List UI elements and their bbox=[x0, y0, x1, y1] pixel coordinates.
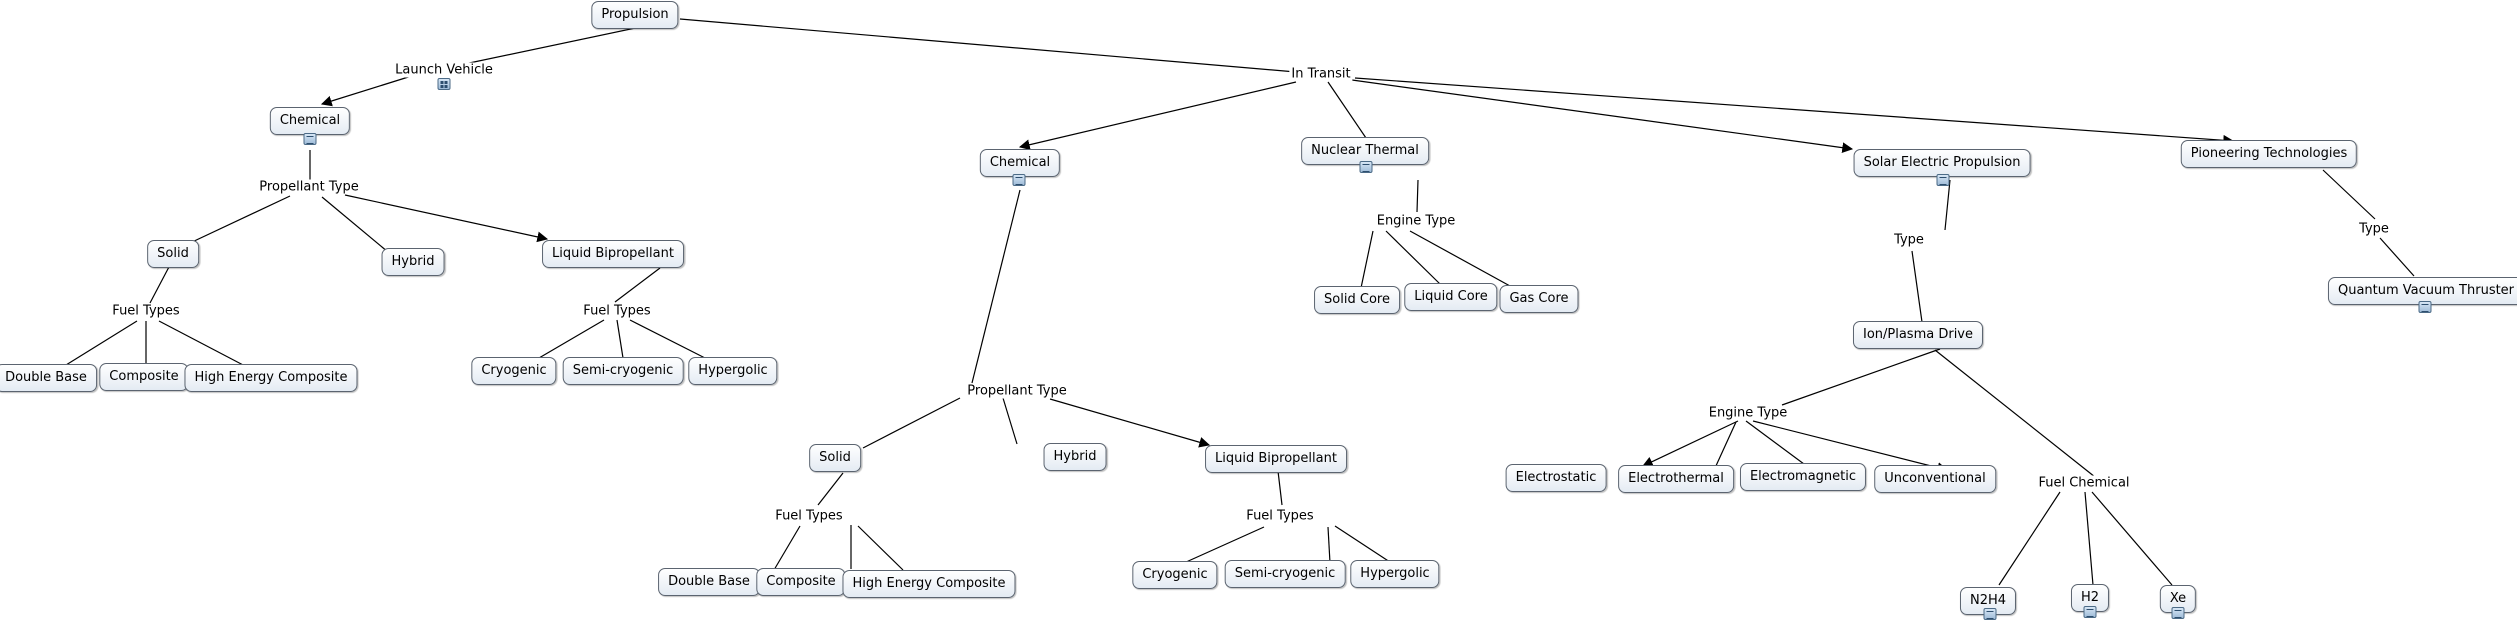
concept-it-semi-cryogenic[interactable]: Semi-cryogenic bbox=[1224, 560, 1346, 588]
link-in-transit[interactable]: In Transit bbox=[1289, 66, 1353, 82]
link-launch-vehicle[interactable]: Launch Vehicle bbox=[393, 62, 495, 78]
concept-lv-chemical[interactable]: Chemical bbox=[269, 107, 351, 135]
resource-doc-icon[interactable] bbox=[2171, 607, 2185, 619]
concept-unconventional[interactable]: Unconventional bbox=[1874, 465, 1996, 493]
concept-lv-hypergolic[interactable]: Hypergolic bbox=[688, 357, 778, 385]
concept-pioneering-technologies[interactable]: Pioneering Technologies bbox=[2180, 140, 2358, 168]
concept-electrothermal[interactable]: Electrothermal bbox=[1618, 465, 1734, 493]
concept-ion-plasma-drive[interactable]: Ion/Plasma Drive bbox=[1852, 321, 1984, 349]
link-lv-fuel-types-solid[interactable]: Fuel Types bbox=[110, 303, 182, 319]
concept-it-double-base[interactable]: Double Base bbox=[658, 568, 760, 596]
concept-gas-core[interactable]: Gas Core bbox=[1499, 285, 1579, 313]
link-pioneering-type[interactable]: Type bbox=[2357, 221, 2391, 237]
resource-doc-icon[interactable] bbox=[2083, 606, 2097, 618]
concept-electromagnetic[interactable]: Electromagnetic bbox=[1739, 463, 1867, 491]
resource-doc-icon[interactable] bbox=[1012, 174, 1026, 186]
link-nt-engine-type[interactable]: Engine Type bbox=[1374, 213, 1458, 229]
concept-lv-cryogenic[interactable]: Cryogenic bbox=[471, 357, 557, 385]
link-sep-type[interactable]: Type bbox=[1892, 232, 1926, 248]
concept-lv-high-energy-composite[interactable]: High Energy Composite bbox=[184, 364, 358, 392]
link-fuel-chemical[interactable]: Fuel Chemical bbox=[2036, 475, 2132, 491]
concept-lv-liquid-bipropellant[interactable]: Liquid Bipropellant bbox=[542, 240, 684, 268]
link-it-fuel-types-liquid[interactable]: Fuel Types bbox=[1244, 508, 1316, 524]
concept-lv-hybrid[interactable]: Hybrid bbox=[381, 248, 445, 276]
resource-icons-icon[interactable] bbox=[437, 78, 451, 90]
concept-propulsion[interactable]: Propulsion bbox=[591, 1, 679, 29]
link-lv-fuel-types-liquid[interactable]: Fuel Types bbox=[581, 303, 653, 319]
concept-solar-electric-propulsion[interactable]: Solar Electric Propulsion bbox=[1853, 149, 2031, 177]
concept-it-high-energy-composite[interactable]: High Energy Composite bbox=[842, 570, 1016, 598]
concept-it-chemical[interactable]: Chemical bbox=[979, 149, 1061, 177]
resource-doc-icon[interactable] bbox=[2418, 301, 2432, 313]
link-lv-propellant-type[interactable]: Propellant Type bbox=[257, 179, 361, 195]
resource-doc-icon[interactable] bbox=[1983, 608, 1997, 620]
concept-solid-core[interactable]: Solid Core bbox=[1314, 286, 1400, 314]
concept-liquid-core[interactable]: Liquid Core bbox=[1404, 283, 1498, 311]
resource-doc-icon[interactable] bbox=[303, 133, 317, 145]
concept-quantum-vacuum-thruster[interactable]: Quantum Vacuum Thruster bbox=[2327, 277, 2517, 305]
concept-lv-composite[interactable]: Composite bbox=[99, 363, 189, 391]
concept-electrostatic[interactable]: Electrostatic bbox=[1505, 464, 1607, 492]
concept-it-cryogenic[interactable]: Cryogenic bbox=[1132, 561, 1218, 589]
concept-it-composite[interactable]: Composite bbox=[756, 568, 846, 596]
resource-doc-icon[interactable] bbox=[1936, 174, 1950, 186]
link-it-fuel-types-solid[interactable]: Fuel Types bbox=[773, 508, 845, 524]
concept-it-liquid-bipropellant[interactable]: Liquid Bipropellant bbox=[1205, 445, 1347, 473]
concept-it-solid[interactable]: Solid bbox=[809, 444, 861, 472]
concept-lv-solid[interactable]: Solid bbox=[147, 240, 199, 268]
concept-lv-semi-cryogenic[interactable]: Semi-cryogenic bbox=[562, 357, 684, 385]
concept-nuclear-thermal[interactable]: Nuclear Thermal bbox=[1301, 137, 1429, 165]
resource-doc-icon[interactable] bbox=[1359, 161, 1373, 173]
concept-lv-double-base[interactable]: Double Base bbox=[0, 364, 97, 392]
concept-it-hypergolic[interactable]: Hypergolic bbox=[1350, 560, 1440, 588]
link-ion-engine-type[interactable]: Engine Type bbox=[1706, 405, 1790, 421]
concept-it-hybrid[interactable]: Hybrid bbox=[1043, 443, 1107, 471]
link-it-propellant-type[interactable]: Propellant Type bbox=[965, 383, 1069, 399]
